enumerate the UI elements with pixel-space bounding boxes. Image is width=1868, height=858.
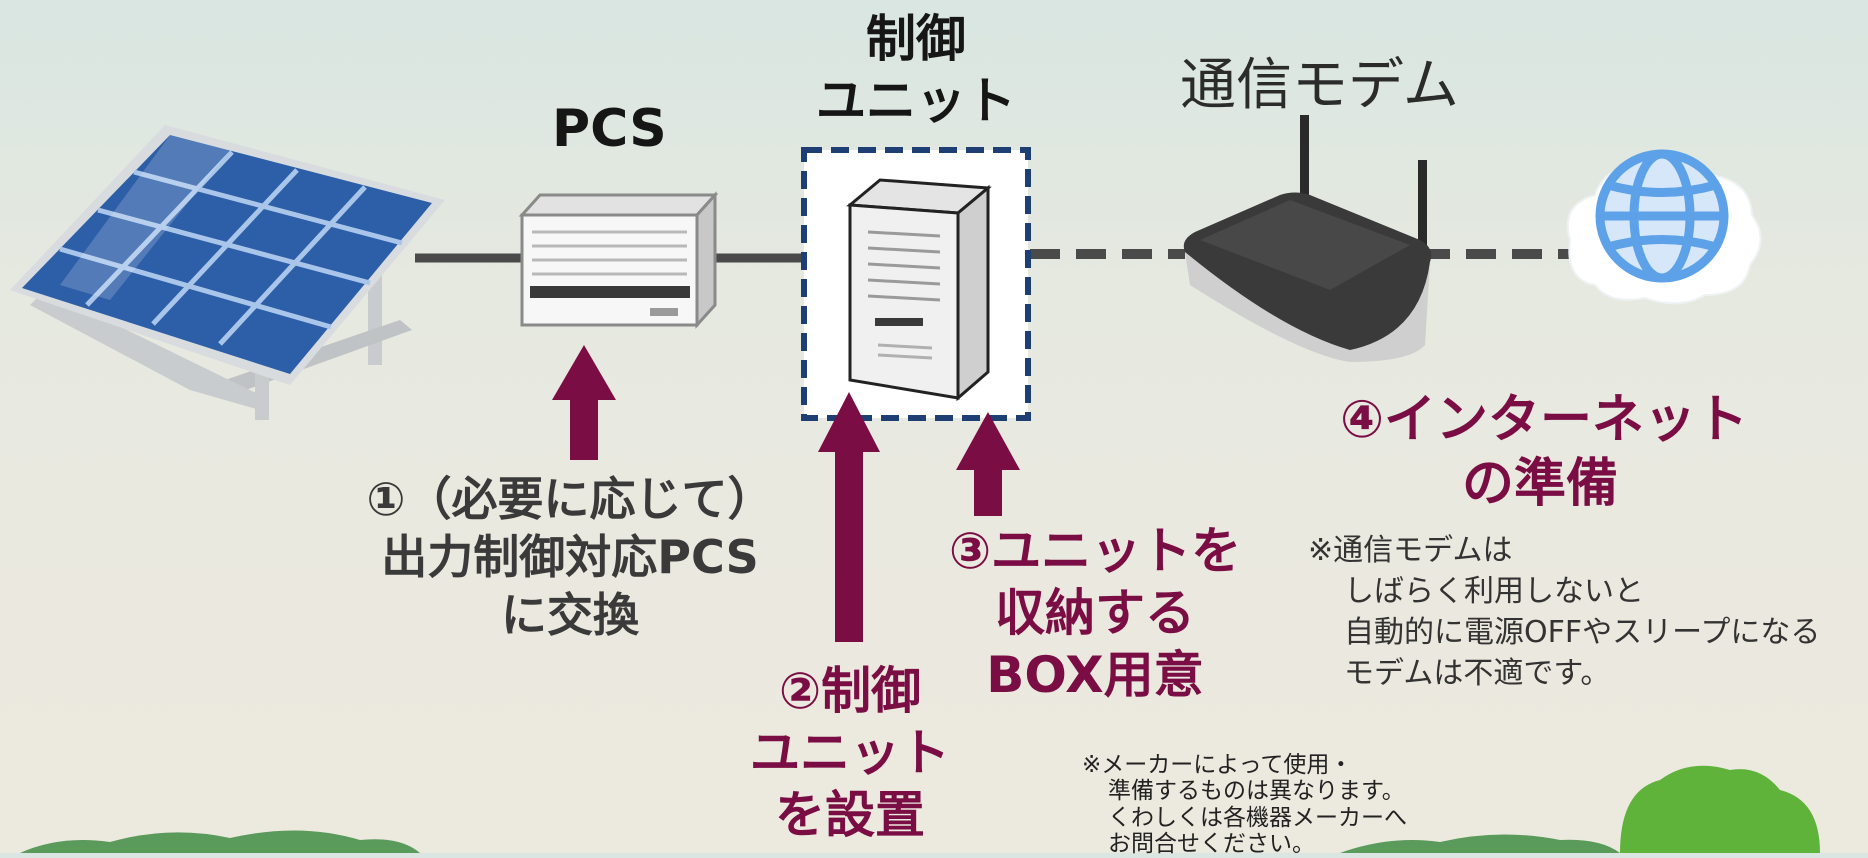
bush-icon	[20, 765, 1820, 853]
step4-text: ④インターネット の準備	[1340, 390, 1749, 514]
modem-label: 通信モデム	[1180, 53, 1459, 118]
arrow-step2	[818, 392, 880, 642]
pcs-icon	[518, 191, 719, 329]
solar-panel-icon	[10, 125, 445, 420]
step3-text: ③ユニットを 収納する BOX用意	[948, 522, 1242, 704]
modem-note: ※通信モデムは しばらく利用しないと 自動的に電源OFFやスリープになる モデム…	[1308, 533, 1821, 691]
arrow-step1	[552, 345, 616, 460]
arrow-step3	[956, 412, 1020, 516]
control-unit-label: 制御 ユニット	[816, 10, 1016, 130]
step1-text: ①（必要に応じて） 出力制御対応PCS に交換	[366, 472, 774, 642]
maker-note: ※メーカーによって使用・ 準備するものは異なります。 くわしくは各機器メーカーへ…	[1082, 752, 1407, 858]
server-tower-icon	[846, 178, 992, 402]
step2-text: ②制御 ユニット を設置	[750, 662, 950, 844]
globe-icon	[1566, 149, 1762, 305]
pcs-label: PCS	[552, 99, 667, 159]
router-icon	[1183, 115, 1432, 362]
